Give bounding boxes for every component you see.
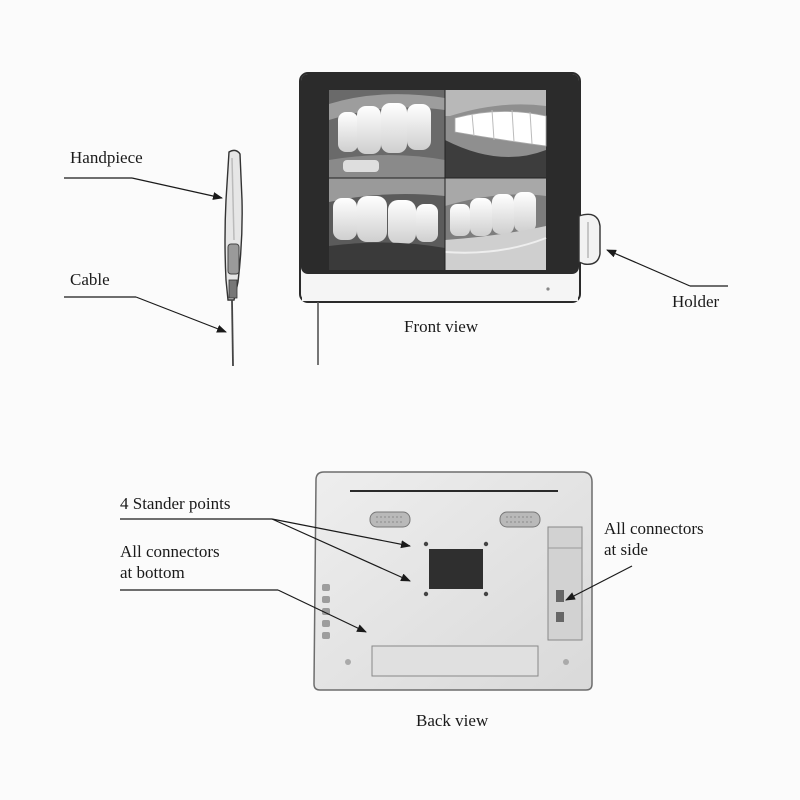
label-connectors-side-line2: at side xyxy=(604,540,648,559)
vent-grille-right xyxy=(499,511,541,528)
label-holder: Holder xyxy=(672,292,720,311)
dental-photo-top-right xyxy=(445,90,547,178)
leader-lines-front xyxy=(64,177,728,333)
label-handpiece: Handpiece xyxy=(70,148,143,167)
monitor-back xyxy=(313,471,593,691)
label-connectors-bottom-line2: at bottom xyxy=(120,563,185,582)
stander-point xyxy=(423,541,429,547)
mount-plate xyxy=(429,549,483,589)
label-connectors-bottom-line1: All connectors xyxy=(120,542,220,561)
stander-point xyxy=(423,591,429,597)
vent-grille-left xyxy=(369,511,411,528)
label-connectors-side-line1: All connectors xyxy=(604,519,704,538)
side-connector-panel xyxy=(547,526,583,641)
label-front-view: Front view xyxy=(404,317,479,336)
stander-point xyxy=(483,541,489,547)
cable-illustration xyxy=(231,299,234,367)
dental-photo-top-left xyxy=(329,90,445,178)
monitor-front xyxy=(299,72,581,365)
holder-illustration xyxy=(578,213,601,265)
edge-buttons xyxy=(322,584,330,639)
label-stander-points: 4 Stander points xyxy=(120,494,231,513)
stander-point xyxy=(483,591,489,597)
label-cable: Cable xyxy=(70,270,110,289)
dental-photo-bottom-left xyxy=(329,178,445,270)
label-back-view: Back view xyxy=(416,711,489,730)
bottom-connector-recess xyxy=(371,645,539,677)
dental-photo-bottom-right xyxy=(444,178,547,270)
leader-lines-back xyxy=(120,518,633,633)
handpiece-illustration xyxy=(224,149,243,301)
